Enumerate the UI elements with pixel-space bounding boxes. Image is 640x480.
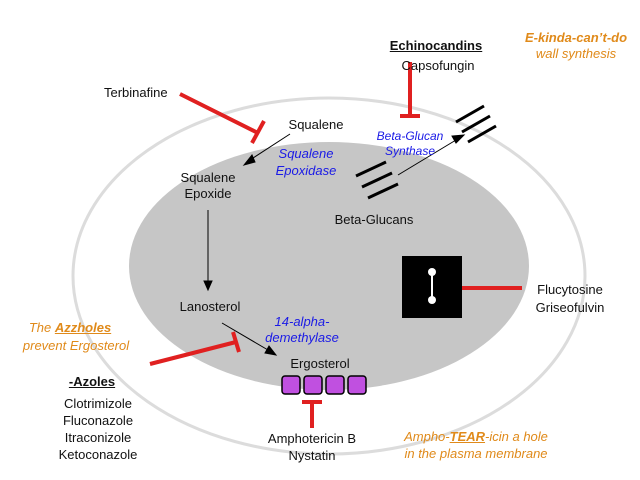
beta-glucan-fibers-upper <box>455 104 497 144</box>
amphotericin-mnemonic-line1: Ampho-TEAR-icin a hole <box>404 429 548 444</box>
ergosterol-label: Ergosterol <box>290 356 350 371</box>
nystatin-label: Nystatin <box>288 448 336 463</box>
squalene-epoxide-label-line2: Epoxide <box>184 186 232 201</box>
beta-glucan-synthase-line2: Synthase <box>384 144 436 158</box>
azole-drug: Ketoconazole <box>58 447 138 462</box>
squalene-label: Squalene <box>288 117 344 132</box>
azole-drug: Clotrimizole <box>64 396 132 411</box>
azole-drug: Itraconizole <box>64 430 132 445</box>
demethylase-line2: demethylase <box>265 330 339 345</box>
echinocandins-mnemonic-line1: E-kinda-can’t-do <box>524 30 628 45</box>
flucytosine-label: Flucytosine <box>537 282 603 297</box>
membrane-pores <box>281 375 367 395</box>
azoles-mnemonic-line2: prevent Ergosterol <box>22 338 130 353</box>
lanosterol-label: Lanosterol <box>179 299 241 314</box>
griseofulvin-label: Griseofulvin <box>535 300 605 315</box>
pathway-arrows <box>203 133 466 356</box>
squalene-epoxidase-line1: Squalene <box>278 146 334 161</box>
nucleus-box <box>402 256 462 318</box>
capsofungin-label: Capsofungin <box>401 58 475 73</box>
azoles-class-label: -Azoles <box>68 374 116 389</box>
echinocandins-mnemonic-line2: wall synthesis <box>535 46 617 61</box>
azoles-mnemonic-line1: The Azzholes <box>28 320 112 335</box>
squalene-epoxide-label-line1: Squalene <box>180 170 236 185</box>
echinocandins-label: Echinocandins <box>389 38 483 53</box>
azole-drug: Fluconazole <box>62 413 134 428</box>
terbinafine-label: Terbinafine <box>104 85 168 100</box>
demethylase-line1: 14-alpha- <box>274 314 330 329</box>
beta-glucan-synthase-line1: Beta-Glucan <box>376 129 444 143</box>
cell-membrane <box>129 142 529 390</box>
beta-glucan-fibers-lower <box>355 160 399 200</box>
squalene-epoxidase-line2: Epoxidase <box>275 163 337 178</box>
amphotericin-mnemonic-line2: in the plasma membrane <box>404 446 548 461</box>
amphotericin-label: Amphotericin B <box>267 431 357 446</box>
beta-glucans-label: Beta-Glucans <box>334 212 414 227</box>
